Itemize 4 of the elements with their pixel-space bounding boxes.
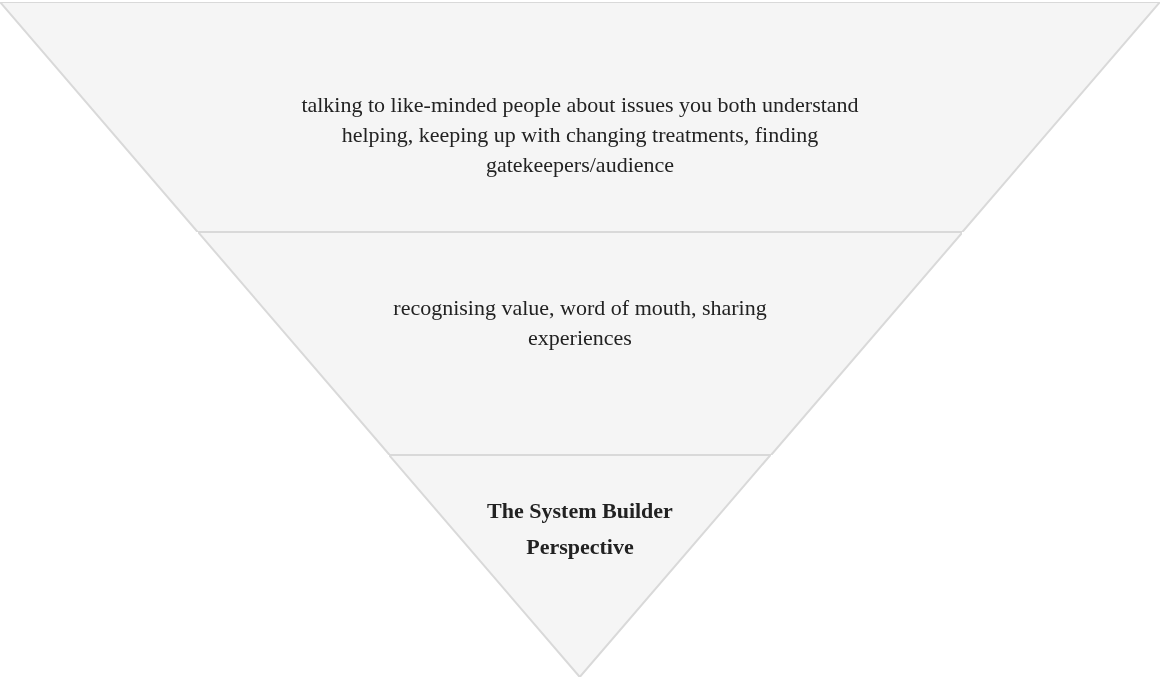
- funnel-tier: [0, 2, 1160, 232]
- tier-heading: The System Builder Perspective: [486, 497, 674, 561]
- tier-text: talking to like-minded people about issues you both understand helping, keeping up with changing treatments, finding gatekeepers/audience: [300, 91, 860, 179]
- tier-text: recognising value, word of mouth, sharing experiences: [392, 294, 768, 352]
